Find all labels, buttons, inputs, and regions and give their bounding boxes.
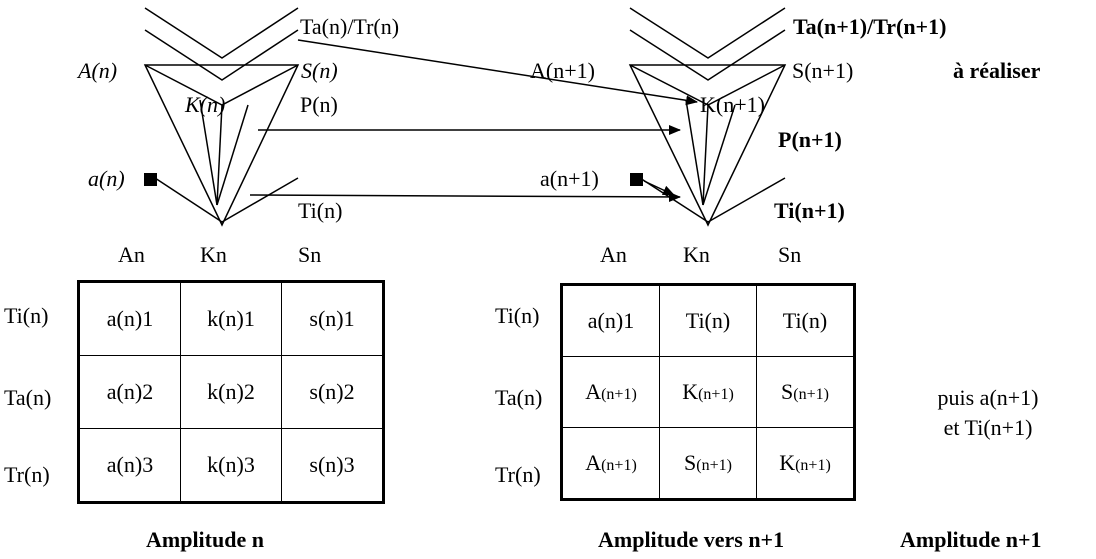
side-note-line-2: et Ti(n+1) <box>943 415 1033 440</box>
table-cell: A(n+1) <box>561 427 660 500</box>
cell-main: K <box>682 379 699 404</box>
cell-sub: (n+1) <box>698 386 734 403</box>
right-table-caption: Amplitude vers n+1 <box>598 527 785 552</box>
left-a-label: A(n) <box>76 58 117 83</box>
left-ta-tr-label: Ta(n)/Tr(n) <box>300 14 399 39</box>
left-bottom-chevron <box>154 177 299 223</box>
right-col-sn: Sn <box>778 242 801 267</box>
left-p-label: P(n) <box>300 92 338 117</box>
left-amplitude-table: a(n)1 k(n)1 s(n)1 a(n)2 k(n)2 s(n)2 a(n)… <box>77 280 385 504</box>
right-ta-tr-label: Ta(n+1)/Tr(n+1) <box>793 14 946 39</box>
table-cell: a(n)1 <box>78 281 181 356</box>
cell-main: S <box>781 379 794 404</box>
right-source-square <box>630 173 643 186</box>
table-cell: k(n)2 <box>180 355 282 429</box>
table-cell: k(n)1 <box>180 281 282 356</box>
right-col-an: An <box>600 242 627 267</box>
table-cell: Ti(n) <box>659 284 757 357</box>
table-cell: a(n)1 <box>561 284 660 357</box>
arrow-a-to-chevron <box>643 180 675 196</box>
arrow-ta-to-k <box>297 39 698 106</box>
left-table-caption: Amplitude n <box>146 527 264 552</box>
left-col-an: An <box>118 242 145 267</box>
right-row-label-ta: Ta(n) <box>495 385 543 410</box>
left-big-triangle <box>143 64 300 227</box>
table-cell: s(n)1 <box>281 281 384 356</box>
right-todo-label: à réaliser <box>953 58 1041 83</box>
table-cell: a(n)3 <box>78 428 181 503</box>
right-row-label-ti: Ti(n) <box>495 303 540 328</box>
table-cell: k(n)3 <box>180 428 282 503</box>
left-inner-line <box>216 104 223 206</box>
right-big-triangle <box>628 64 787 227</box>
cell-main: A <box>585 450 602 475</box>
table-cell: s(n)3 <box>281 428 384 503</box>
table-cell: S(n+1) <box>659 427 757 500</box>
cell-sub: (n+1) <box>696 457 732 474</box>
table-cell: s(n)2 <box>281 355 384 429</box>
table-cell: a(n)2 <box>78 355 181 429</box>
right-chevron-2 <box>629 29 786 81</box>
right-k-label: K(n+1) <box>700 92 765 117</box>
left-s-label: S(n) <box>301 58 338 83</box>
left-col-sn: Sn <box>298 242 321 267</box>
table-row: a(n)1 k(n)1 s(n)1 <box>78 281 384 356</box>
left-row-label-ti: Ti(n) <box>4 303 49 328</box>
right-a-label: A(n+1) <box>530 58 595 83</box>
cell-sub: (n+1) <box>601 386 637 403</box>
table-row: A(n+1) K(n+1) S(n+1) <box>561 356 855 428</box>
cell-sub: (n+1) <box>795 457 831 474</box>
table-row: a(n)2 k(n)2 s(n)2 <box>78 355 384 429</box>
right-stack <box>628 7 787 227</box>
right-chevron-1 <box>629 7 786 59</box>
table-cell: K(n+1) <box>659 356 757 428</box>
left-inner-line-2 <box>216 104 249 206</box>
right-amplitude-table: a(n)1 Ti(n) Ti(n) A(n+1) K(n+1) S(n+1) A… <box>560 283 856 501</box>
left-a-small-label: a(n) <box>88 166 125 191</box>
right-a-small-label: a(n+1) <box>540 166 599 191</box>
side-note-line-1: puis a(n+1) <box>937 385 1039 410</box>
left-row-label-tr: Tr(n) <box>4 462 50 487</box>
cell-main: a(n)1 <box>587 308 635 333</box>
table-cell: Ti(n) <box>756 284 855 357</box>
final-caption: Amplitude n+1 <box>900 527 1042 552</box>
left-inner-line-3 <box>199 99 218 206</box>
left-k-label: K(n) <box>184 92 225 117</box>
right-inner-line-2 <box>702 104 736 206</box>
cell-main: Ti(n) <box>685 308 731 333</box>
cell-main: S <box>684 450 697 475</box>
left-source-square <box>144 173 157 186</box>
table-cell: S(n+1) <box>756 356 855 428</box>
left-col-kn: Kn <box>200 242 227 267</box>
left-chevron-1 <box>144 7 299 59</box>
right-p-label: P(n+1) <box>778 127 842 152</box>
table-cell: K(n+1) <box>756 427 855 500</box>
right-inner-line-3 <box>685 99 704 206</box>
table-cell: A(n+1) <box>561 356 660 428</box>
right-row-label-tr: Tr(n) <box>495 462 541 487</box>
left-stack <box>143 7 300 227</box>
right-col-kn: Kn <box>683 242 710 267</box>
left-chevron-2 <box>144 29 299 81</box>
side-note: puis a(n+1) et Ti(n+1) <box>888 383 1088 443</box>
cell-main: A <box>585 379 602 404</box>
arrow-ti-to-ti <box>249 191 681 202</box>
cell-main: K <box>779 450 796 475</box>
table-row: a(n)1 Ti(n) Ti(n) <box>561 284 855 357</box>
table-row: A(n+1) S(n+1) K(n+1) <box>561 427 855 500</box>
cell-sub: (n+1) <box>601 457 637 474</box>
left-row-label-ta: Ta(n) <box>4 385 52 410</box>
right-ti-label: Ti(n+1) <box>774 198 845 223</box>
right-inner-line <box>702 104 709 206</box>
cell-sub: (n+1) <box>793 386 829 403</box>
left-ti-label: Ti(n) <box>298 198 342 223</box>
right-s-label: S(n+1) <box>792 58 853 83</box>
table-row: a(n)3 k(n)3 s(n)3 <box>78 428 384 503</box>
cell-main: Ti(n) <box>782 308 828 333</box>
